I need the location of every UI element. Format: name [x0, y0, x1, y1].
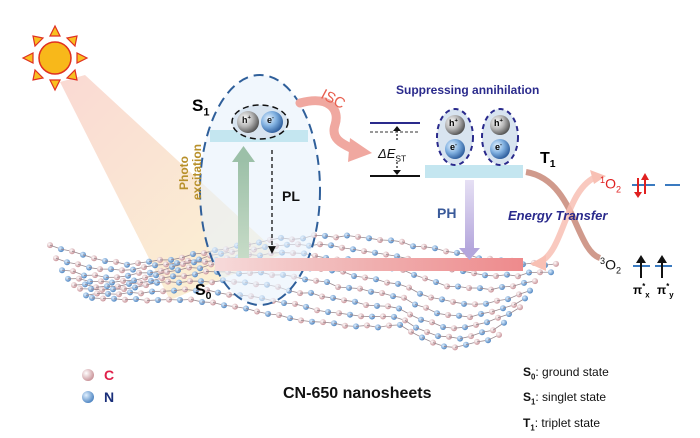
t1-symbol: T — [540, 150, 550, 167]
pi-symbol: π — [633, 283, 642, 297]
nitrogen-legend-ball — [82, 391, 94, 403]
carbon-atom — [517, 304, 523, 310]
t1-label: T1 — [540, 150, 556, 170]
s1-label: S1 — [192, 96, 210, 118]
t1-electron-label-2: e- — [495, 142, 502, 152]
pl-label: PL — [282, 188, 300, 204]
legend-desc: : ground state — [535, 365, 608, 379]
hole-charge: + — [500, 118, 503, 124]
s1-electron-label: e- — [267, 115, 274, 125]
state-legend-item: S1: singlet state — [523, 387, 609, 412]
nitrogen-atom — [548, 269, 554, 275]
t1-hole-label-2: h+ — [494, 118, 503, 128]
figure-title: CN-650 nanosheets — [283, 385, 432, 403]
state-legend-item: T1: triplet state — [523, 413, 609, 438]
delta-e-subscript: ST — [395, 154, 406, 164]
energy-transfer-label: Energy Transfer — [508, 208, 607, 223]
suppressing-annihilation-label: Suppressing annihilation — [396, 83, 539, 97]
hole-charge: + — [248, 115, 251, 121]
triplet-symbol: O — [605, 257, 616, 273]
pi-symbol: π — [657, 283, 666, 297]
pi-x-sub: x — [645, 290, 649, 299]
triplet-o2-spins — [633, 255, 672, 278]
electron-charge: - — [500, 142, 502, 148]
carbon-atom — [532, 278, 538, 284]
state-legend: S0: ground state S1: singlet state T1: t… — [523, 362, 609, 438]
nitrogen-atom — [522, 295, 528, 301]
s1-exciton-pair — [232, 105, 288, 139]
legend-desc: : singlet state — [535, 390, 606, 404]
nitrogen-atom — [501, 320, 507, 326]
delta-e-symbol: ΔE — [378, 146, 395, 161]
photo-excitation-line2: excitation — [191, 144, 204, 200]
legend-desc: : triplet state — [535, 416, 600, 430]
photo-excitation-label: Photo excitation — [178, 144, 204, 200]
nitrogen-atom — [527, 288, 533, 294]
ph-arrow — [459, 180, 480, 260]
s0-symbol: S — [195, 282, 206, 299]
singlet-oxygen-label: 1O2 — [600, 175, 621, 194]
carbon-legend-ball — [82, 369, 94, 381]
s1-symbol: S — [192, 96, 203, 115]
carbon-atom — [496, 332, 502, 338]
triplet-oxygen-label: 3O2 — [600, 256, 621, 275]
hole-charge: + — [455, 118, 458, 124]
pi-x-orbital-label: π*x — [633, 282, 650, 299]
s0-level-bar — [215, 258, 523, 271]
s0-subscript: 0 — [206, 291, 212, 302]
pi-y-orbital-label: π*y — [657, 282, 674, 299]
pi-y-sub: y — [669, 290, 673, 299]
ph-label: PH — [437, 205, 456, 221]
t1-subscript: 1 — [550, 159, 556, 170]
carbon-legend-label: C — [104, 367, 114, 383]
sun-icon — [23, 26, 87, 90]
t1-level-bar — [425, 165, 523, 178]
s0-label: S0 — [195, 282, 211, 302]
t1-electron-label-1: e- — [450, 142, 457, 152]
delta-est-label: ΔEST — [378, 146, 406, 164]
triplet-sub: 2 — [616, 265, 621, 275]
carbon-atom — [201, 250, 207, 256]
singlet-symbol: O — [605, 176, 616, 192]
s1-hole-label: h+ — [242, 115, 251, 125]
s1-subscript: 1 — [203, 106, 209, 118]
legend-symbol: S — [523, 390, 531, 404]
t1-hole-label-1: h+ — [449, 118, 458, 128]
diagram-canvas: S1 S0 T1 h+ e- h+ e- h+ e- Photo excitat… — [0, 0, 700, 425]
legend-symbol: S — [523, 365, 531, 379]
singlet-o2-spins — [632, 173, 680, 198]
carbon-atom — [553, 261, 559, 267]
electron-charge: - — [455, 142, 457, 148]
nitrogen-legend-label: N — [104, 389, 114, 405]
electron-charge: - — [272, 115, 274, 121]
singlet-sub: 2 — [616, 184, 621, 194]
state-legend-item: S0: ground state — [523, 362, 609, 387]
